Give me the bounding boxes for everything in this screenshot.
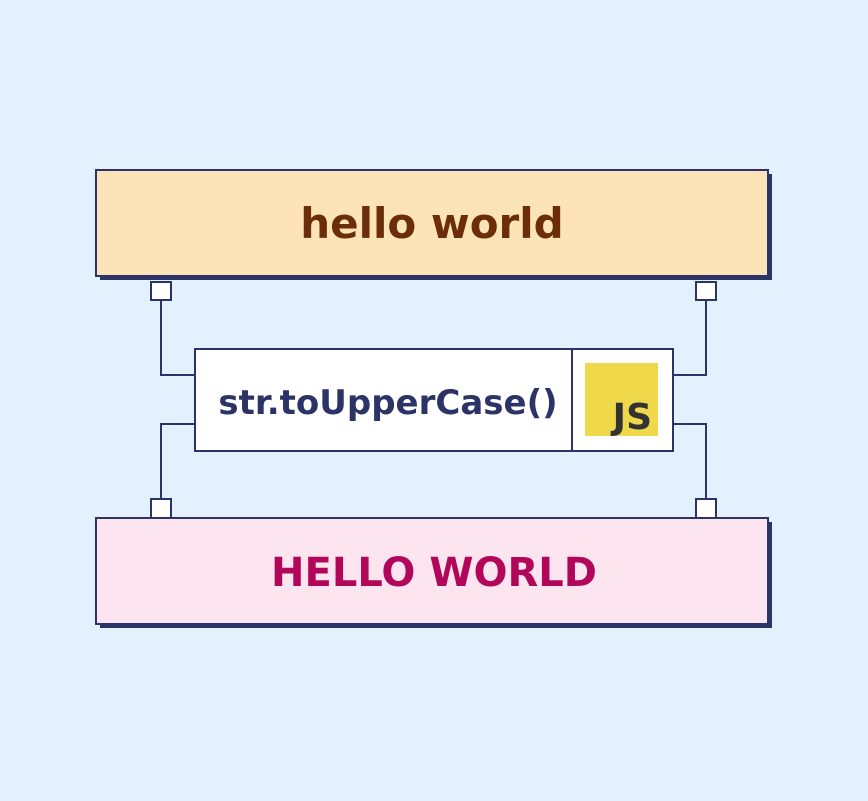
input-box [95,169,769,277]
connector-right-top [673,300,707,376]
output-text: HELLO WORLD [271,550,597,596]
input-text: hello world [300,199,563,248]
port-square [150,498,172,519]
connector-left-top [160,300,195,376]
javascript-logo-icon: JS [585,363,658,438]
js-badge-text: JS [610,397,652,438]
method-text: str.toUpperCase() [218,383,557,423]
connector-lines [160,300,707,499]
port-square [695,498,717,519]
connector-right-bottom [673,423,707,499]
port-square [150,281,172,301]
port-square [695,281,717,301]
output-box [95,517,769,625]
connector-left-bottom [160,423,195,499]
